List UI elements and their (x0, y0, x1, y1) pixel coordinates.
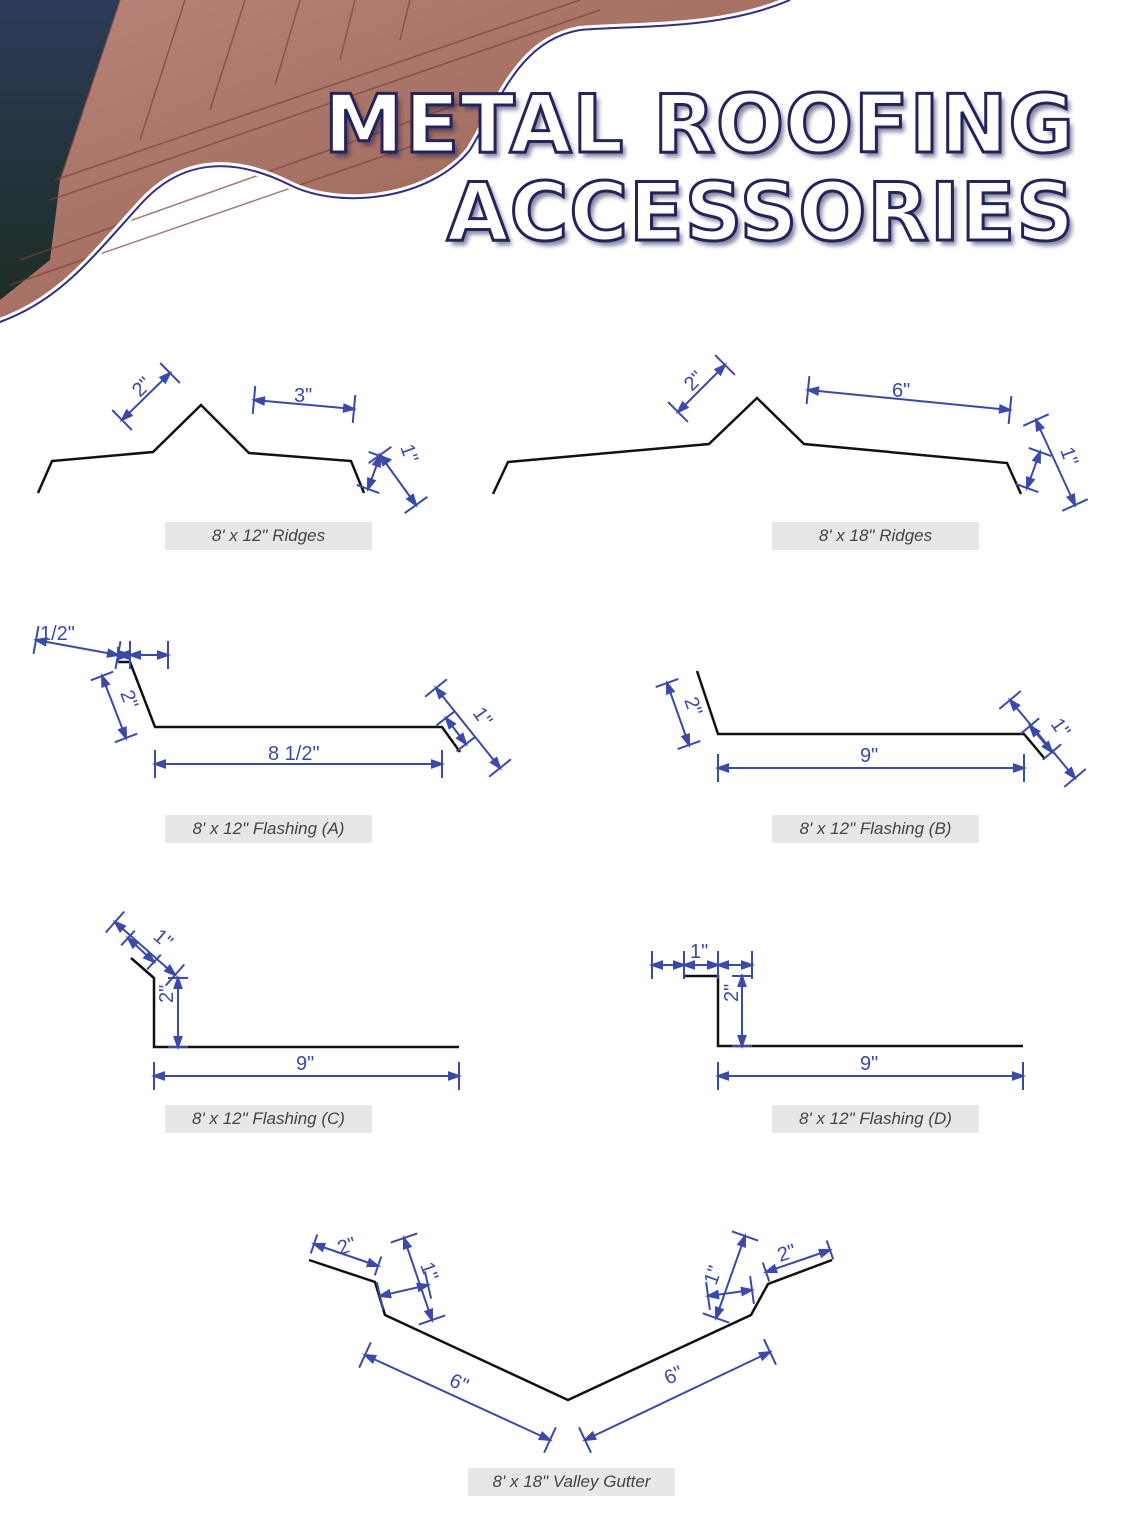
dimension-line (714, 951, 756, 979)
dim-label: 6" (661, 1362, 687, 1390)
caption-ridges-12: 8' x 12" Ridges (165, 522, 372, 550)
dim-label: 2" (128, 373, 156, 401)
dimension-line (104, 910, 186, 987)
title-line-1: METAL ROOFING (322, 77, 1075, 173)
dimension-line (90, 670, 138, 744)
caption-valley-gutter: 8' x 18" Valley Gutter (468, 1468, 675, 1496)
header-photo (0, 0, 792, 326)
dimension-line (111, 362, 181, 431)
dim-label: 1" (468, 703, 496, 731)
title-line-2: ACCESSORIES (445, 165, 1075, 261)
dimension-line (390, 1232, 446, 1326)
flashing-d-profile (684, 974, 1023, 1048)
dimension-line (309, 1234, 383, 1276)
dimension-line (705, 1275, 755, 1311)
dim-label: 1" (690, 941, 708, 963)
dim-label: 2" (721, 984, 743, 1002)
caption-flashing-b: 8' x 12" Flashing (B) (772, 815, 979, 843)
dimension-line (714, 1062, 1027, 1090)
dim-label: 9" (860, 1053, 878, 1075)
dimension-line (667, 354, 736, 423)
dimension-line (368, 446, 428, 514)
dimension-line (804, 375, 1014, 425)
dimension-line (358, 1341, 557, 1454)
dimension-line (120, 929, 162, 971)
caption-ridges-18: 8' x 18" Ridges (772, 522, 979, 550)
dimension-line (1022, 413, 1089, 512)
dimension-line (1020, 717, 1062, 761)
dim-label: 2" (115, 687, 142, 712)
caption-flashing-c: 8' x 12" Flashing (C) (165, 1105, 372, 1133)
dimension-line (250, 385, 358, 424)
dimension-line (151, 750, 446, 778)
flashing-b-profile (695, 670, 1046, 760)
dimension-line (702, 1230, 759, 1324)
dim-label: 8 1/2" (268, 743, 320, 765)
dim-label: 9" (860, 745, 878, 767)
dim-label: 1" (700, 1263, 727, 1288)
caption-flashing-d: 8' x 12" Flashing (D) (772, 1105, 979, 1133)
dim-label: 1" (1055, 444, 1082, 469)
valley-gutter-profile (308, 1258, 833, 1402)
dim-label: 9" (296, 1053, 314, 1075)
dimension-line (714, 754, 1028, 782)
dimension-line (655, 678, 701, 750)
dim-label: 2" (680, 367, 708, 395)
dimension-line (578, 1338, 777, 1454)
dimension-line (732, 972, 752, 1050)
dimension-line (761, 1240, 835, 1282)
dimension-line (168, 974, 188, 1051)
dimension-line (435, 709, 477, 753)
dim-label: 1" (395, 441, 422, 466)
accent-wave (0, 0, 791, 323)
dim-label: 3" (294, 385, 312, 407)
dimension-line (150, 1062, 463, 1090)
dimension-line (998, 690, 1087, 788)
dim-label: 2" (156, 985, 178, 1003)
dim-label: 2" (335, 1233, 359, 1260)
dimension-line (1015, 446, 1052, 494)
dimension-line (126, 641, 172, 669)
dim-label: 6" (892, 380, 910, 402)
flashing-a-profile (118, 660, 462, 753)
dimension-line (32, 626, 122, 669)
flashing-c-profile (130, 957, 459, 1049)
ridge-18-profile (491, 396, 1023, 495)
dim-label: 1" (1046, 714, 1074, 742)
dimension-line (648, 951, 688, 979)
dimension-line (424, 678, 512, 778)
dim-label: 1/2" (40, 623, 75, 645)
dim-label: 2" (679, 694, 706, 719)
caption-flashing-a: 8' x 12" Flashing (A) (165, 815, 372, 843)
ridge-12-profile (36, 403, 366, 494)
dim-label: 1" (149, 925, 177, 954)
